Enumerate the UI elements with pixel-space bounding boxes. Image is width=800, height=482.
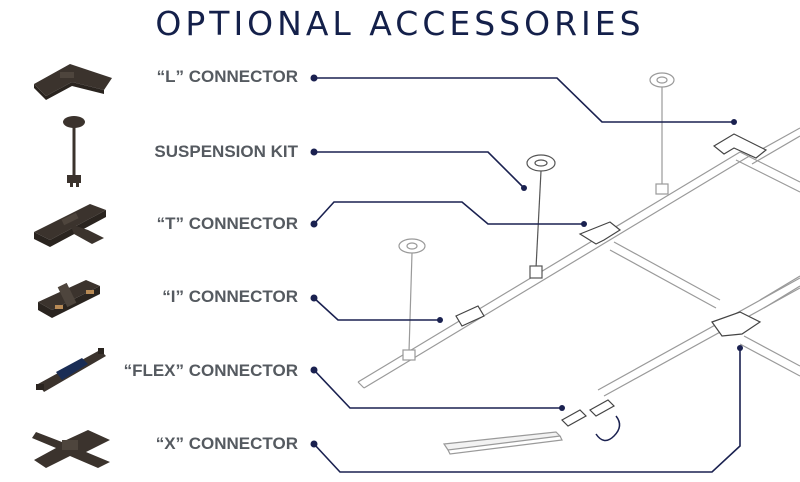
label-i-connector: “I” CONNECTOR [162, 287, 298, 306]
page-title: OPTIONAL ACCESSORIES [155, 4, 645, 43]
label-t-connector: “T” CONNECTOR [156, 214, 298, 233]
label-x-connector: “X” CONNECTOR [155, 434, 298, 453]
leader-dots [310, 74, 743, 448]
t-connector-icon [34, 204, 106, 247]
flex-rotation-arrow [595, 415, 621, 442]
i-connector-icon [38, 280, 100, 318]
x-connector-icon [32, 430, 110, 468]
track-connectors [455, 133, 768, 427]
label-suspension-kit: SUSPENSION KIT [154, 142, 298, 161]
suspension-canopies [398, 72, 675, 361]
label-l-connector: “L” CONNECTOR [156, 67, 298, 86]
l-connector-icon [34, 64, 112, 100]
suspension-kit-icon [63, 116, 85, 187]
flex-connector-icon [36, 348, 106, 392]
leader-lines [313, 77, 741, 473]
label-flex-connector: “FLEX” CONNECTOR [123, 361, 298, 380]
track-system-illustration [357, 127, 800, 455]
